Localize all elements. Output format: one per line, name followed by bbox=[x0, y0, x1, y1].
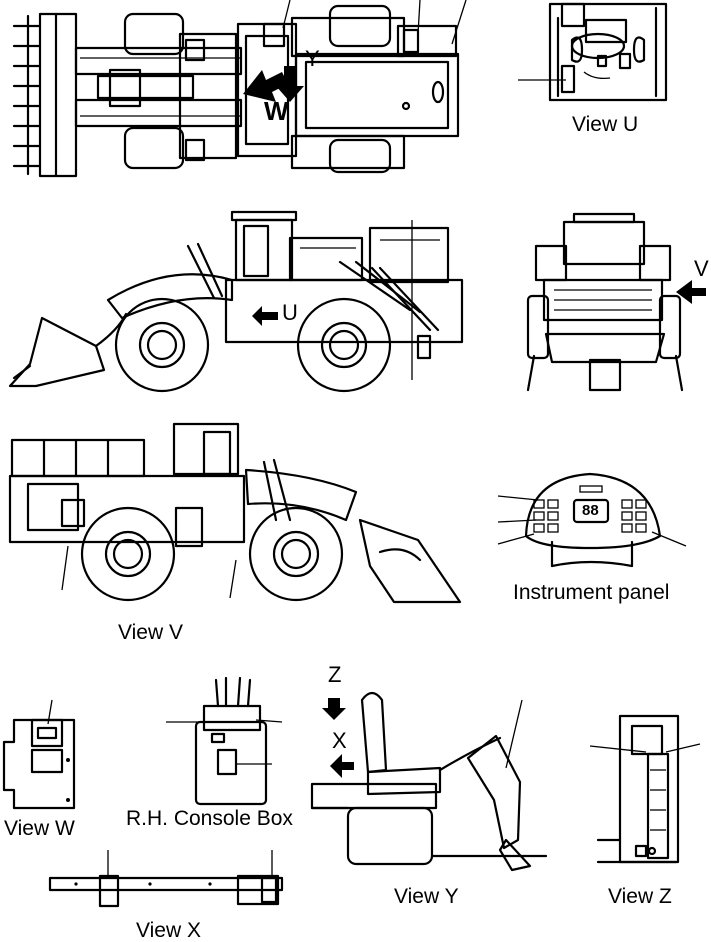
caption-rh-console-box: R.H. Console Box bbox=[126, 807, 293, 830]
view-x-drawing bbox=[48, 850, 284, 908]
arrow-label-v: V bbox=[694, 256, 709, 281]
caption-view-w: View W bbox=[4, 817, 75, 840]
caption-view-u: View U bbox=[572, 113, 639, 136]
view-z-drawing bbox=[589, 714, 701, 864]
top-view-drawing bbox=[12, 0, 467, 178]
arrow-label-x: X bbox=[332, 728, 347, 753]
caption-instrument-panel: Instrument panel bbox=[513, 581, 670, 604]
instrument-panel-drawing bbox=[497, 472, 687, 568]
view-v-drawing bbox=[8, 422, 462, 604]
caption-view-x: View X bbox=[136, 919, 201, 942]
view-w-drawing bbox=[2, 699, 76, 810]
caption-view-v: View V bbox=[118, 621, 183, 644]
side-view-drawing bbox=[8, 210, 464, 393]
view-u-drawing bbox=[518, 2, 668, 102]
display-readout: 88 bbox=[582, 502, 599, 519]
console-box-drawing bbox=[166, 676, 283, 806]
arrow-label-u: U bbox=[282, 300, 298, 325]
view-y-drawing bbox=[310, 691, 548, 872]
arrow-label-z: Z bbox=[328, 662, 342, 687]
caption-view-z: View Z bbox=[608, 885, 672, 908]
arrow-label-w: W bbox=[264, 96, 289, 126]
caption-view-y: View Y bbox=[394, 885, 459, 908]
arrow-label-y: Y bbox=[305, 46, 320, 71]
front-view-drawing bbox=[526, 212, 706, 392]
